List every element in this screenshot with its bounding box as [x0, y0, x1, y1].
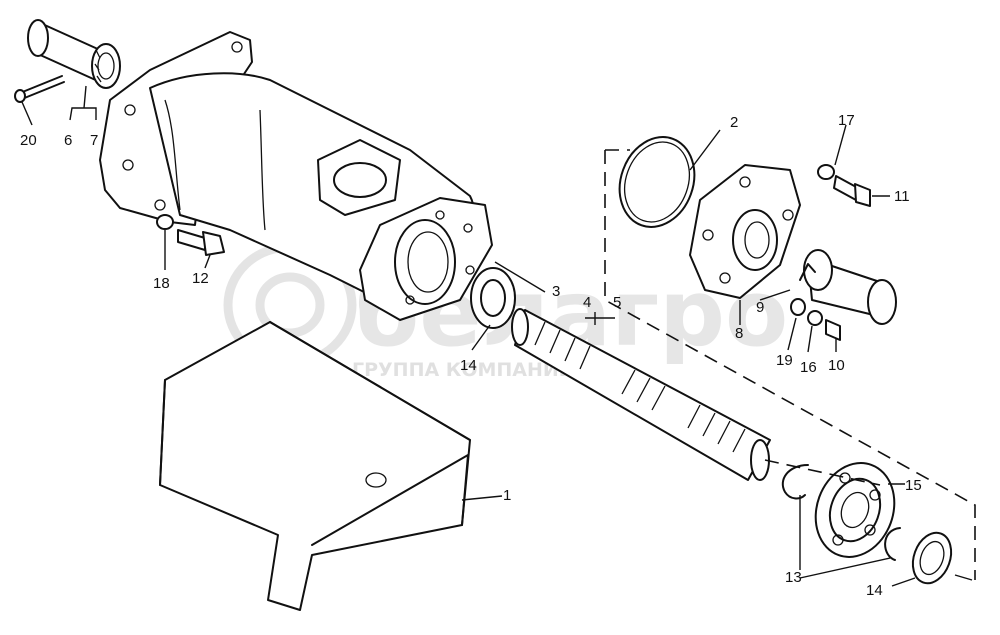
callout-8: 8: [735, 325, 743, 342]
callout-7: 7: [90, 132, 98, 149]
callout-5: 5: [613, 294, 621, 311]
assembly-lines: [604, 149, 976, 581]
callout-10: 10: [828, 357, 845, 374]
part-circlip-13-right: [884, 527, 901, 561]
part-o-ring: [618, 136, 696, 228]
part-sleeve: [27, 19, 121, 89]
part-housing: [99, 31, 493, 321]
part-bolt-11: [817, 164, 871, 207]
callout-17: 17: [838, 112, 855, 129]
part-sensor-sleeve: [799, 249, 897, 325]
callout-15: 15: [905, 477, 922, 494]
callout-9: 9: [756, 299, 764, 316]
callout-12: 12: [192, 270, 209, 287]
part-bolt-12: [156, 214, 225, 256]
callout-16: 16: [800, 359, 817, 376]
part-guard: [159, 321, 471, 611]
callout-3: 3: [552, 283, 560, 300]
callout-4: 4: [583, 294, 591, 311]
part-bearing: [814, 462, 896, 558]
part-bearing-cover: [689, 164, 801, 299]
part-shaft: [511, 308, 771, 481]
callout-14-lower: 14: [866, 582, 883, 599]
callout-14-upper: 14: [460, 357, 477, 374]
callout-13: 13: [785, 569, 802, 586]
part-bolt-10: [790, 298, 841, 341]
callout-labels: 1 2 3 4 5 6 7 8 9 10 11 12 13 14 14 15 1…: [20, 112, 922, 599]
watermark-tagline: ГРУППА КОМПАНИЙ: [352, 358, 575, 381]
callout-19: 19: [776, 352, 793, 369]
callout-11: 11: [894, 188, 910, 205]
callout-2: 2: [730, 114, 738, 131]
leader-lines: [21, 85, 916, 587]
part-pin: [14, 75, 65, 103]
part-seal-14-lower: [911, 531, 953, 585]
callout-6: 6: [64, 132, 72, 149]
callout-1: 1: [503, 487, 511, 504]
part-circlip-13-left: [781, 464, 809, 500]
part-seal-14-upper: [470, 267, 516, 329]
callout-20: 20: [20, 132, 37, 149]
callout-18: 18: [153, 275, 170, 292]
